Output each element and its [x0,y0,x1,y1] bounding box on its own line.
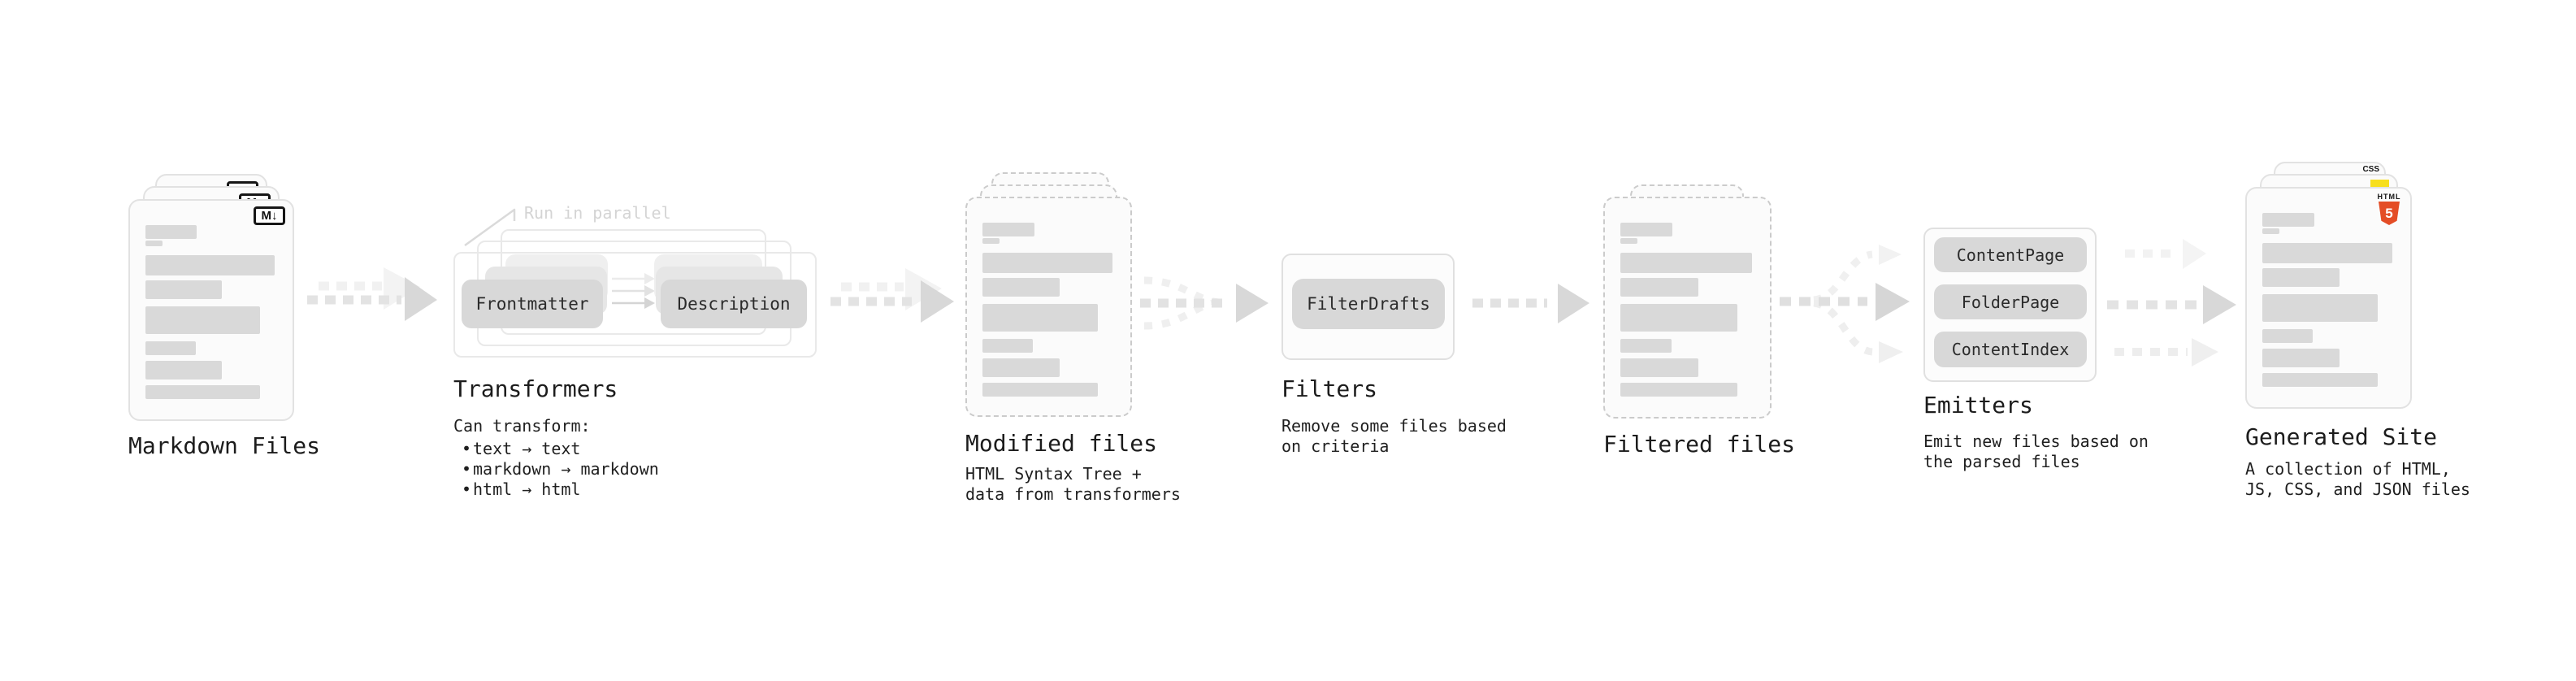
bullet-char: • [462,439,472,458]
text-line-bar [2262,373,2378,387]
emitters-description-line: the parsed files [1923,452,2080,471]
markdown-files-label: Markdown Files [128,432,321,459]
modified-files-description-line: data from transformers [965,484,1181,504]
filtered-file-card-front [1603,197,1772,419]
arrow-markdown-to-transformers [307,267,437,321]
arrow-emitters-to-generated [2107,239,2236,367]
bullet-text: html → html [473,479,581,499]
folderpage-pill: FolderPage [1934,284,2087,319]
text-line-bar [982,223,1034,236]
transformers-label: Transformers [453,375,618,402]
text-line-bar [145,255,275,275]
text-line-bar [2262,213,2314,227]
text-line-bar [2262,294,2378,322]
text-line-bar [1620,238,1638,244]
bullet-char: • [462,479,472,499]
html5-icon: HTML 5 [2376,193,2402,225]
text-line-bar [982,358,1060,377]
modified-file-card-front [965,197,1132,417]
contentindex-pill: ContentIndex [1934,332,2087,367]
text-line-bar [1620,383,1737,397]
text-line-bar [982,238,1000,244]
document-text-lines [1620,223,1754,397]
transformers-bullet: •markdown → markdown [462,459,659,479]
filters-description-line: on criteria [1281,436,1390,456]
filters-description-line: Remove some files based [1281,416,1507,436]
transformer-pill-arrows [612,273,655,309]
document-text-lines [982,223,1115,397]
text-line-bar [1620,253,1752,273]
markdown-file-card-front: M↓ [128,199,294,421]
arrow-modified-to-filters [1140,276,1268,330]
description-pill: Description [661,280,807,328]
text-line-bar [982,253,1112,273]
text-line-bar [982,339,1033,353]
filterdrafts-pill: FilterDrafts [1292,279,1445,329]
text-line-bar [145,306,260,334]
emitters-description-line: Emit new files based on [1923,432,2149,451]
text-line-bar [145,225,197,239]
frontmatter-pill: Frontmatter [462,280,603,328]
text-line-bar [145,361,222,380]
generated-site-label: Generated Site [2245,423,2438,450]
text-line-bar [2262,329,2313,343]
text-line-bar [1620,223,1673,236]
contentpage-pill: ContentPage [1934,237,2087,272]
text-line-bar [1620,278,1698,297]
markdown-icon: M↓ [254,206,285,225]
run-in-parallel-leader-line [464,208,516,247]
run-in-parallel-annotation: Run in parallel [524,203,671,223]
generated-site-description-line: A collection of HTML, [2245,459,2451,479]
text-line-bar [2262,268,2340,287]
javascript-icon [2370,180,2389,189]
arrow-filtered-to-emitters [1780,245,1910,363]
text-line-bar [2262,243,2392,263]
transformer-card-front [453,252,817,358]
text-line-bar [145,280,222,299]
arrow-filters-to-filtered [1472,284,1589,323]
text-line-bar [145,385,260,399]
bullet-text: text → text [473,439,581,458]
text-line-bar [982,383,1098,397]
text-line-bar [982,304,1098,332]
transformers-bullet: •text → text [462,439,580,459]
modified-files-description-line: HTML Syntax Tree + [965,464,1142,484]
text-line-bar [1620,358,1698,377]
text-line-bar [2262,349,2340,367]
document-text-lines [145,225,277,399]
text-line-bar [145,241,163,246]
text-line-bar [1620,339,1672,353]
filtered-files-label: Filtered files [1603,431,1796,458]
text-line-bar [1620,304,1737,332]
generated-site-description-line: JS, CSS, and JSON files [2245,479,2470,499]
transformers-bullet: •html → html [462,479,580,500]
filters-label: Filters [1281,375,1378,402]
text-line-bar [145,341,196,355]
bullet-char: • [462,459,472,479]
html-file-card-front: HTML 5 [2245,187,2412,409]
modified-files-label: Modified files [965,430,1158,457]
transformers-description: Can transform: [453,416,591,436]
emitters-label: Emitters [1923,392,2033,419]
document-text-lines [2262,213,2395,387]
bullet-text: markdown → markdown [473,459,659,479]
text-line-bar [982,278,1060,297]
arrow-transformers-to-modified [830,268,954,323]
text-line-bar [2262,228,2280,234]
